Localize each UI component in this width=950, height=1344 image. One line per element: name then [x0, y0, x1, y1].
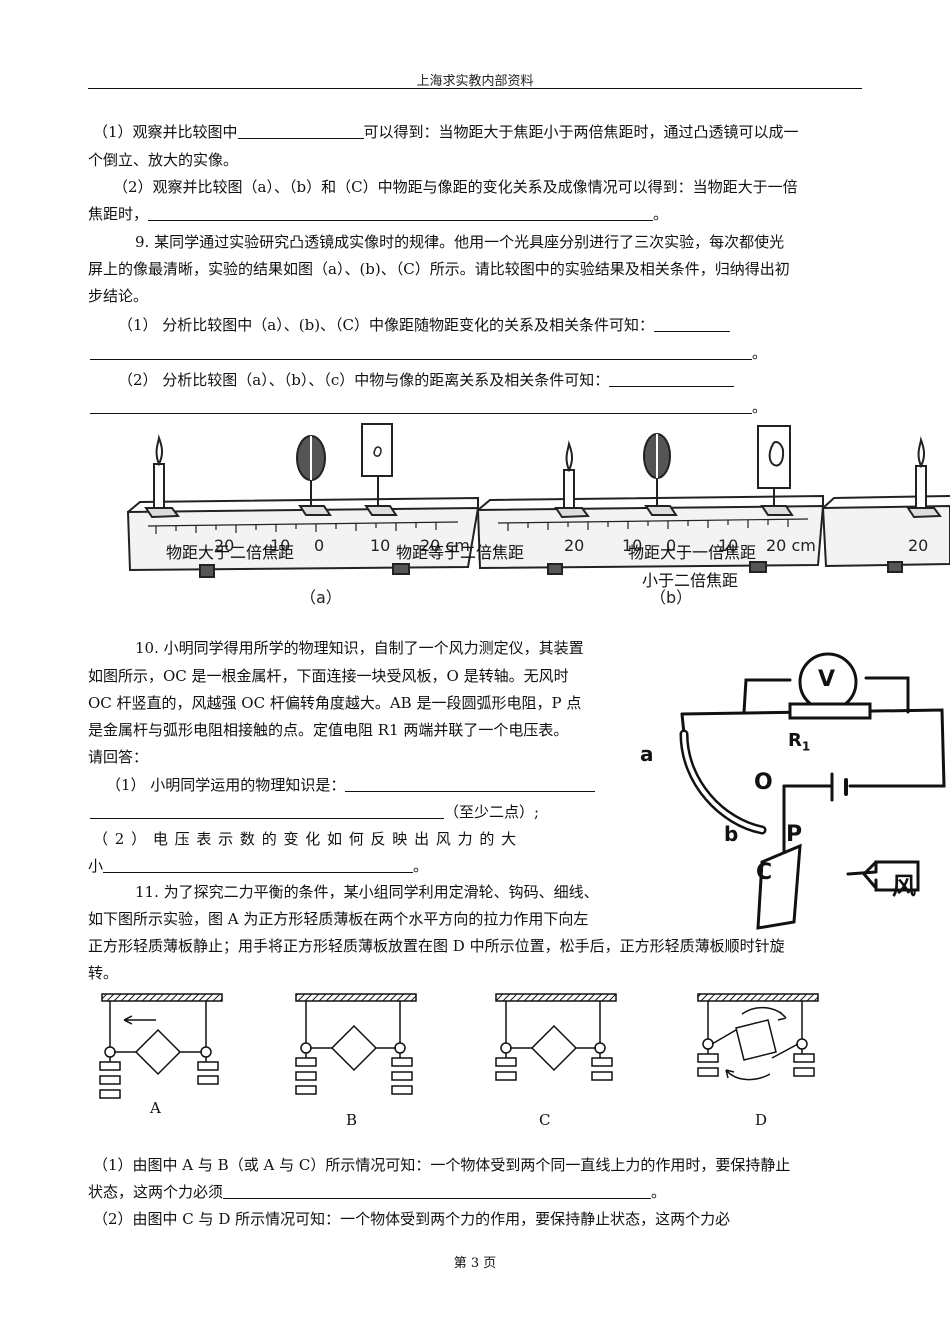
plate-C-label: C	[756, 860, 773, 885]
q9-intro-line3: 步结论。	[88, 287, 149, 305]
q11-sub1-end: 。	[651, 1183, 667, 1201]
ruler-a-10-left: 10	[270, 536, 291, 555]
q11-blank-1[interactable]	[223, 1180, 652, 1199]
pulley-label-c: C	[539, 1111, 551, 1129]
q9-sub2-text: （2） 分析比较图（a）、（b）、（c）中物与像的距离关系及相关条件可知：	[118, 371, 610, 389]
ruler-a-20-right: 20 cm	[420, 536, 470, 555]
q11-sub2-line1: （2）由图中 C 与 D 所示情况可知：一个物体受到两个力的作用，要保持静止状态…	[93, 1210, 731, 1228]
arc-end-a-label: a	[640, 742, 654, 766]
q9-blank-2b[interactable]	[90, 395, 752, 414]
pulley-figure-b	[295, 993, 417, 1095]
overlay-a-caption: 物距大于二倍焦距	[166, 543, 295, 562]
bench-c	[821, 504, 950, 568]
q9-intro-line2: 屏上的像最清晰，实验的结果如图（a）、(b)、（C）所示。请比较图中的实验结果及…	[88, 260, 790, 278]
q10-line5: 请回答：	[88, 748, 149, 766]
q10-sub2-end: 。	[413, 857, 429, 875]
q10-sub1-text: （1） 小明同学运用的物理知识是：	[106, 776, 346, 794]
ruler-b-10-right: 10	[718, 536, 739, 555]
q10-blank-1b[interactable]	[90, 800, 444, 819]
q10-line1: 10. 小明同学得用所学的物理知识，自制了一个风力测定仪，其装置	[135, 639, 584, 657]
wind-meter-figure: V R1 O a b P C 风	[632, 652, 950, 932]
figure-label-b: （b）	[650, 588, 693, 607]
q9-sub1-line2: 。	[90, 339, 767, 367]
ruler-a-10-right: 10	[370, 536, 391, 555]
q8-part2-end: 。	[653, 205, 669, 223]
q11-line3: 正方形轻质薄板静止；用手将正方形轻质薄板放置在图 D 中所示位置，松手后，正方形…	[88, 937, 785, 955]
page-number: 第 3 页	[453, 1256, 497, 1271]
q11-line2: 如下图所示实验，图 A 为正方形轻质薄板在两个水平方向的拉力作用下向左	[88, 910, 589, 928]
q8-part2-line2: 焦距时， 。	[88, 200, 668, 228]
q11-sub1-line2: 状态，这两个力必须 。	[88, 1178, 666, 1206]
q10-line2: 如图所示，OC 是一根金属杆，下面连接一块受风板，O 是转轴。无风时	[88, 667, 569, 685]
q8-blank-2[interactable]	[148, 202, 654, 221]
figure-label-a: （a）	[300, 588, 342, 607]
q11-sub1-prefix: 状态，这两个力必须	[88, 1183, 224, 1201]
ruler-a-20-left: 20	[214, 536, 235, 555]
pulley-figure-d	[697, 993, 819, 1081]
pulley-label-a: A	[150, 1099, 161, 1117]
pulley-diagrams	[99, 993, 819, 1099]
q10-sub1-note: （至少二点）;	[444, 803, 540, 821]
optical-bench-drawing	[126, 423, 950, 578]
resistor-label: R1	[788, 730, 810, 754]
wind-meter-circuit	[679, 652, 946, 930]
resistor-R: R	[788, 730, 802, 751]
q10-line4: 是金属杆与弧形电阻相接触的点。定值电阻 R1 两端并联了一个电压表。	[88, 721, 569, 739]
q9-sub2-line1: （2） 分析比较图（a）、（b）、（c）中物与像的距离关系及相关条件可知：	[118, 366, 735, 394]
q10-sub1-line2: （至少二点）;	[90, 798, 539, 826]
q8-part1-prefix: （1）观察并比较图中	[93, 123, 238, 141]
contact-P-label: P	[786, 822, 803, 847]
q9-blank-2a[interactable]	[609, 368, 735, 387]
q10-sub2-line1: （ 2 ） 电 压 表 示 数 的 变 化 如 何 反 映 出 风 力 的 大	[93, 830, 518, 848]
pulley-figures	[96, 990, 836, 1125]
overlay-c-caption-2: 小于二倍焦距	[642, 571, 739, 590]
ruler-a-0: 0	[314, 536, 325, 555]
q10-sub2-prefix: 小	[88, 857, 104, 875]
bench-a	[126, 506, 480, 572]
q9-sub1-end: 。	[752, 344, 768, 362]
q9-sub2-end: 。	[752, 398, 768, 416]
q10-sub1-line1: （1） 小明同学运用的物理知识是：	[106, 771, 596, 799]
pulley-label-b: B	[346, 1111, 358, 1129]
q10-blank-1a[interactable]	[345, 773, 596, 792]
pulley-figure-a	[99, 993, 223, 1099]
pulley-label-d: D	[755, 1111, 768, 1129]
arc-end-b-label: b	[724, 822, 739, 846]
q9-blank-1a[interactable]	[654, 313, 731, 332]
bench-b	[476, 504, 825, 570]
q8-part1-line2: 个倒立、放大的实像。	[88, 151, 239, 169]
overlay-b-caption: 物距等于二倍焦距	[396, 543, 525, 562]
ruler-b-0: 0	[666, 536, 677, 555]
q11-line1: 11. 为了探究二力平衡的条件，某小组同学利用定滑轮、钩码、细线、	[135, 883, 599, 901]
pulley-figure-c	[495, 993, 617, 1081]
ruler-b-10-left: 10	[622, 536, 643, 555]
q8-blank-1[interactable]	[237, 120, 364, 139]
ruler-b-20-left: 20	[564, 536, 585, 555]
q9-sub1-line1: （1） 分析比较图中（a）、(b)、（C）中像距随物距变化的关系及相关条件可知：	[118, 311, 731, 339]
q10-blank-2[interactable]	[103, 854, 414, 873]
q9-sub2-line2: 。	[90, 393, 767, 421]
pivot-O-label: O	[754, 770, 773, 795]
overlay-c-caption-1: 物距大于一倍焦距	[628, 543, 757, 562]
q10-sub2-line2: 小。	[88, 852, 428, 880]
wind-label: 风	[892, 872, 916, 900]
q9-sub1-text: （1） 分析比较图中（a）、(b)、（C）中像距随物距变化的关系及相关条件可知：	[118, 316, 655, 334]
header-rule	[88, 88, 862, 89]
q8-part1-suffix: 可以得到：当物距大于焦距小于两倍焦距时，通过凸透镜可以成一	[363, 123, 799, 141]
voltmeter-label: V	[818, 667, 836, 692]
resistor-sub: 1	[801, 739, 811, 754]
q8-part1-line1: （1）观察并比较图中 可以得到：当物距大于焦距小于两倍焦距时，通过凸透镜可以成一	[93, 118, 799, 146]
q9-blank-1b[interactable]	[90, 341, 752, 360]
ruler-c-20: 20	[908, 536, 929, 555]
optical-bench-figure: 20 10 0 10 20 cm 20 10 0 10 20 cm 20 物距大…	[118, 422, 950, 612]
q10-line3: OC 杆竖直的，风越强 OC 杆偏转角度越大。AB 是一段圆弧形电阻，P 点	[88, 694, 582, 712]
q9-intro-line1: 9. 某同学通过实验研究凸透镜成实像时的规律。他用一个光具座分别进行了三次实验，…	[135, 233, 785, 251]
q8-part2-line1: （2）观察并比较图（a）、（b）和（C）中物距与像距的变化关系及成像情况可以得到…	[113, 178, 798, 196]
q11-sub1-line1: （1）由图中 A 与 B（或 A 与 C）所示情况可知：一个物体受到两个同一直线…	[93, 1156, 791, 1174]
page-header: 上海求实教内部资料	[416, 74, 534, 89]
q11-line4: 转。	[88, 964, 119, 982]
q8-part2-prefix: 焦距时，	[88, 205, 149, 223]
ruler-b-20-right: 20 cm	[766, 536, 816, 555]
